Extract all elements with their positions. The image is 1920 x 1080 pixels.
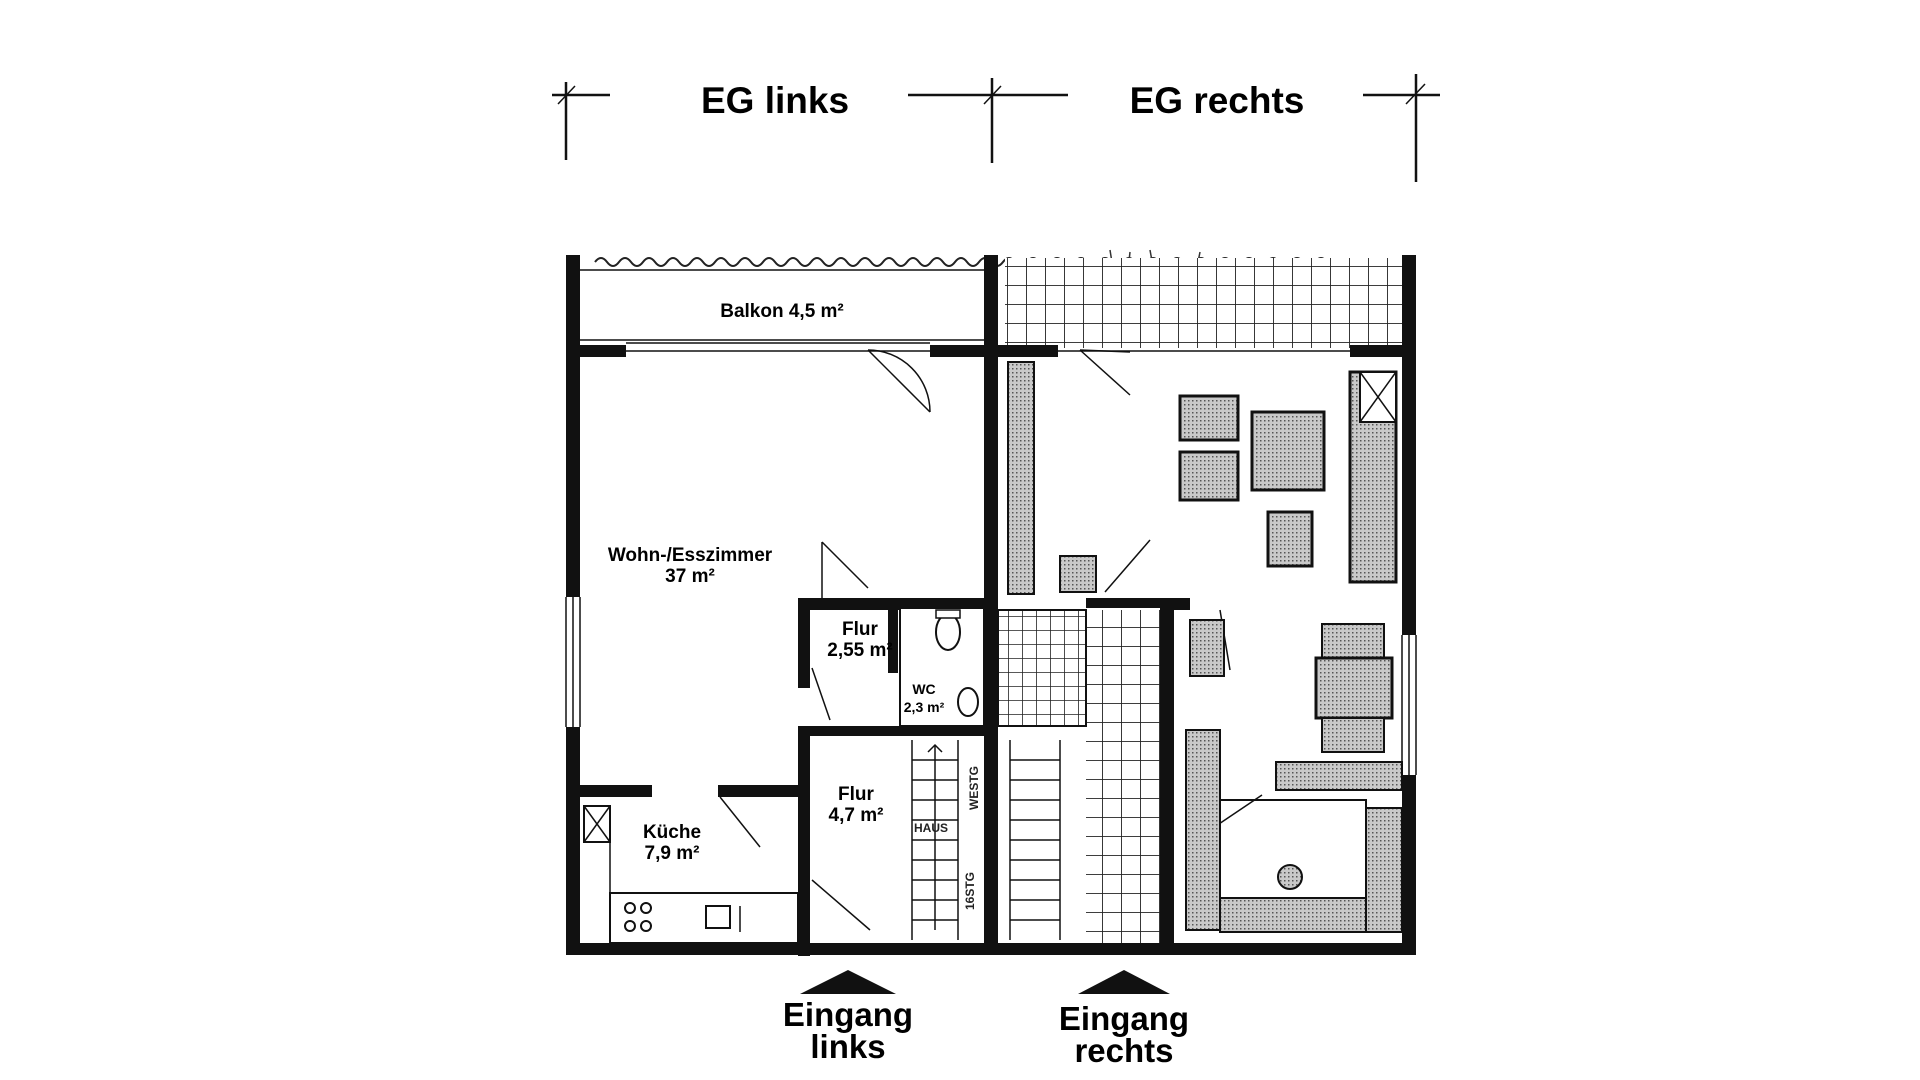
kitchen-name: Küche bbox=[643, 822, 701, 843]
hall-upper-area: 2,55 m² bbox=[827, 640, 892, 661]
entrance-right-line2: rechts bbox=[1074, 1032, 1173, 1069]
window-marks-left bbox=[565, 597, 1417, 775]
wc-area: 2,3 m² bbox=[904, 699, 945, 715]
armchair-icon bbox=[1178, 394, 1240, 442]
hob-icon bbox=[640, 920, 652, 932]
left-unit-title: EG links bbox=[701, 80, 849, 121]
hall-lower-area: 4,7 m² bbox=[829, 805, 884, 826]
stair-label-count: 16STG bbox=[963, 872, 977, 910]
entrance-left-line1: Eingang bbox=[783, 996, 913, 1033]
living-room-area: 37 m² bbox=[665, 566, 715, 587]
left-kitchen-fixtures bbox=[583, 805, 799, 944]
right-unit-furniture bbox=[1007, 361, 1403, 933]
chair-icon bbox=[1189, 619, 1225, 677]
stair-label-westg: WESTG bbox=[967, 766, 981, 810]
kitchen-counter-icon bbox=[1219, 897, 1371, 933]
hob-icon bbox=[640, 902, 652, 914]
dining-chair-icon bbox=[1321, 623, 1385, 659]
entrance-right-arrow-icon bbox=[1078, 970, 1170, 994]
kitchen-counter-icon bbox=[609, 892, 799, 944]
header-dimension-lines bbox=[552, 74, 1440, 182]
staircase-right bbox=[1009, 740, 1061, 940]
stair-label-haus: HAUS bbox=[914, 821, 948, 835]
kitchen-area: 7,9 m² bbox=[645, 843, 700, 864]
toilet-icon bbox=[935, 613, 961, 651]
stool-icon bbox=[1059, 555, 1097, 593]
shelf-icon bbox=[1007, 361, 1035, 595]
round-table-icon bbox=[1277, 864, 1303, 890]
stove-icon bbox=[1365, 807, 1403, 933]
hob-icon bbox=[624, 902, 636, 914]
entrance-left-arrow-icon bbox=[800, 970, 896, 994]
counter-icon bbox=[1275, 761, 1403, 791]
kitchen-cabinet-icon bbox=[1185, 729, 1221, 931]
dining-chair-icon bbox=[1321, 717, 1385, 753]
living-room-name: Wohn-/Esszimmer bbox=[608, 545, 773, 566]
wc-fixtures bbox=[899, 607, 985, 727]
coffee-table-icon bbox=[1250, 410, 1326, 492]
entrance-right-line1: Eingang bbox=[1059, 1000, 1189, 1037]
balcony-label: Balkon 4,5 m² bbox=[720, 301, 844, 322]
hall-lower-name: Flur bbox=[838, 784, 874, 805]
right-wc-tiles bbox=[998, 610, 1086, 726]
wc-name: WC bbox=[912, 681, 935, 697]
dining-table-icon bbox=[1314, 656, 1394, 720]
right-hall-tiles bbox=[1086, 610, 1160, 943]
armchair-icon bbox=[1178, 450, 1240, 502]
right-unit-title: EG rechts bbox=[1130, 80, 1305, 121]
sink-icon bbox=[957, 687, 979, 717]
hob-icon bbox=[624, 920, 636, 932]
entrance-left-line2: links bbox=[810, 1028, 885, 1065]
kitchen-sink-icon bbox=[705, 905, 731, 929]
staircase-left bbox=[911, 740, 959, 940]
hall-upper-name: Flur bbox=[842, 619, 878, 640]
door-swings bbox=[719, 349, 1263, 931]
armchair-icon bbox=[1266, 510, 1314, 568]
right-balcony-tiles bbox=[1005, 258, 1405, 348]
